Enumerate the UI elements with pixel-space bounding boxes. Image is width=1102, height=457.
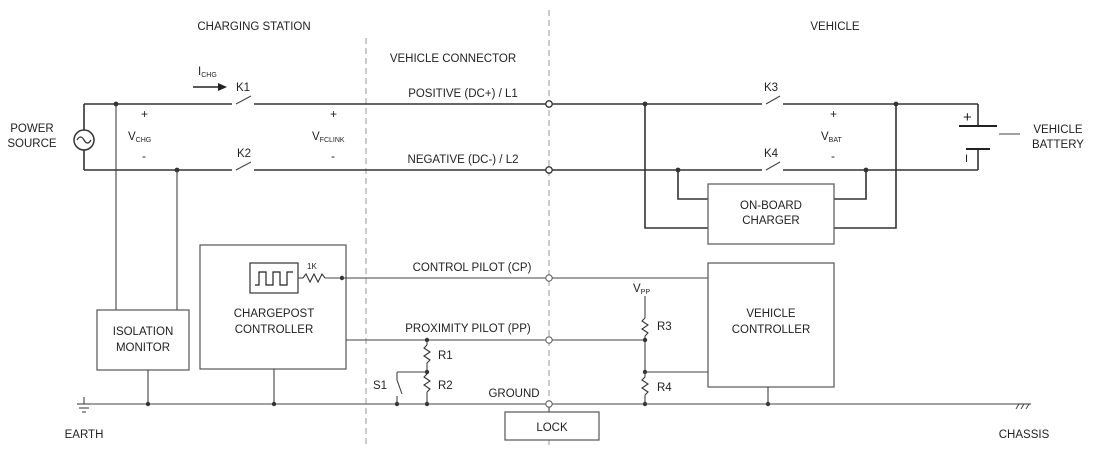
obc-inner-loop-left: [677, 170, 708, 200]
onboard-charger-box: [707, 183, 835, 245]
vbat-plus: +: [830, 107, 837, 121]
k1-blade: [235, 95, 252, 105]
battery-minus-sign: I: [965, 153, 968, 165]
chassis-symbol-tick: [1020, 403, 1025, 410]
junction-dot: [145, 401, 151, 407]
k3-blade: [765, 95, 781, 105]
r4-label: R4: [657, 382, 672, 394]
proximity-pilot-connector-pin: [545, 336, 553, 344]
isolation-monitor-label-line2: MONITOR: [116, 342, 170, 354]
positive-line-label: POSITIVE (DC+) / L1: [408, 88, 518, 100]
onboard-charger-label-line1: ON-BOARD: [740, 200, 802, 212]
vchg-label: VCHG: [128, 131, 151, 144]
isolation-monitor-label-line1: ISOLATION: [113, 326, 174, 338]
charging-current-label: ICHG: [198, 66, 217, 79]
earth-label: EARTH: [65, 429, 104, 441]
k4-blade: [765, 161, 781, 171]
arrow-right-icon: [218, 83, 227, 91]
vpp-label: VPP: [633, 283, 650, 296]
r1-resistor-symbol: [423, 344, 431, 364]
ground-connector-pin: [545, 400, 553, 408]
resistor-1k-label: 1K: [307, 262, 317, 271]
negative-line-label: NEGATIVE (DC-) / L2: [408, 154, 519, 166]
ground-line-label: GROUND: [488, 388, 539, 400]
power-source-label-line1: POWER: [10, 123, 53, 135]
charging-station-heading: CHARGING STATION: [197, 21, 310, 33]
control-pilot-connector-pin: [545, 274, 553, 282]
k2-blade: [235, 161, 252, 171]
vehicle-connector-heading: VEHICLE CONNECTOR: [390, 53, 516, 65]
r3-label: R3: [657, 321, 672, 333]
k3-label: K3: [764, 82, 778, 94]
obc-outer-loop: [644, 104, 708, 229]
onboard-charger-label-line2: CHARGER: [742, 215, 800, 227]
vehicle-battery-label-line2: BATTERY: [1032, 139, 1084, 151]
r2-resistor-symbol: [423, 373, 431, 393]
chargepost-controller-label-line1: CHARGEPOST: [234, 308, 315, 320]
isolation-monitor-box: [96, 309, 190, 371]
lock-label: LOCK: [536, 422, 568, 434]
obc-inner-loop-right: [834, 170, 867, 200]
control-pilot-label: CONTROL PILOT (CP): [413, 262, 532, 274]
vchg-plus: +: [141, 107, 148, 121]
proximity-pilot-label: PROXIMITY PILOT (PP): [405, 323, 531, 335]
s1-blade: [396, 379, 403, 395]
chassis-label: CHASSIS: [999, 429, 1050, 441]
vchg-minus: -: [142, 149, 146, 163]
vfclink-label: VFCLINK: [312, 131, 345, 144]
r1-label: R1: [438, 350, 453, 362]
r3-resistor-symbol: [641, 317, 649, 337]
k2-label: K2: [237, 148, 251, 160]
vehicle-controller-label-line1: VEHICLE: [746, 308, 796, 320]
s1-label: S1: [373, 380, 387, 392]
chargepost-controller-label-line2: CONTROLLER: [235, 324, 314, 336]
vehicle-battery-label-line1: VEHICLE: [1033, 124, 1083, 136]
sine-wave-icon: [76, 136, 92, 144]
k1-label: K1: [236, 82, 250, 94]
chassis-symbol-tick: [1015, 403, 1020, 410]
vbat-minus: -: [831, 149, 835, 163]
vfclink-minus: -: [331, 149, 335, 163]
vehicle-controller-box: [707, 262, 835, 388]
negative-connector-pin: [545, 166, 553, 174]
square-wave-icon: [255, 271, 293, 286]
lock-box: [504, 411, 600, 441]
pwm-generator-box: [249, 262, 299, 294]
resistor-1k-symbol: [302, 272, 326, 284]
power-source-label-line2: SOURCE: [7, 138, 57, 150]
vehicle-controller-label-line2: CONTROLLER: [732, 324, 811, 336]
vehicle-heading: VEHICLE: [810, 21, 860, 33]
chassis-symbol-tick: [1025, 403, 1030, 410]
vfclink-plus: +: [330, 107, 337, 121]
obc-outer-loop-right: [834, 104, 897, 229]
k4-label: K4: [764, 148, 779, 160]
vbat-label: VBAT: [821, 131, 842, 144]
r2-label: R2: [438, 380, 453, 392]
chargepost-controller-box: [199, 244, 347, 370]
r4-resistor-symbol: [641, 376, 649, 396]
battery-plus-sign: +: [963, 109, 972, 126]
junction-dot: [642, 337, 648, 343]
junction-dot: [271, 401, 277, 407]
positive-connector-pin: [545, 100, 553, 108]
